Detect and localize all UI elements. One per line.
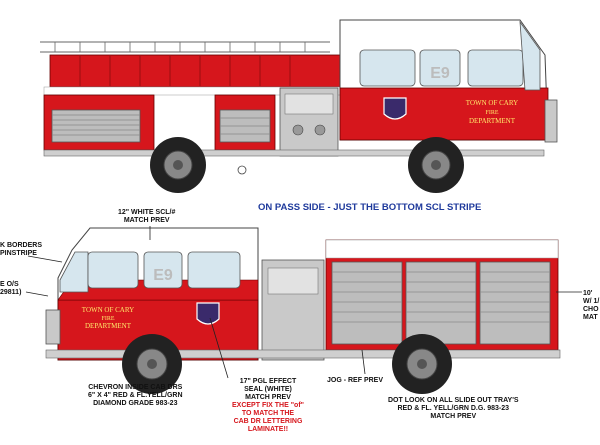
callout-line: DOT LOOK ON ALL SLIDE OUT TRAY'S xyxy=(388,397,519,404)
cab-window xyxy=(143,251,183,289)
callout-line: CHO xyxy=(583,306,599,313)
callout-line: 10' xyxy=(583,290,593,297)
callout-line: DIAMOND GRADE 983-23 xyxy=(93,400,178,407)
rear-wheel xyxy=(392,334,452,394)
callout-line: MATCH PREV xyxy=(123,217,170,224)
callout-line: 29811) xyxy=(0,289,22,296)
callout-white-scl: 12" WHITE SCL/# MATCH PREV xyxy=(118,209,175,225)
callout-line: 17" PGL EFFECT xyxy=(239,378,297,385)
callout-line: TO MATCH THE xyxy=(241,410,295,417)
cab-window xyxy=(467,49,524,87)
fire-seal-badge xyxy=(196,302,220,325)
callout-chevron: CHEVRON INSIDE CAB DRS 6" X 4" RED & FL.… xyxy=(88,384,183,408)
unit-number-bottom: E9 xyxy=(153,267,173,284)
callout-line: MAT xyxy=(583,314,598,321)
callout-line: 6" X 4" RED & FL.YELL/GRN xyxy=(88,392,183,399)
callout-line: SEAL (WHITE) xyxy=(244,386,292,393)
top-truck: E9 TOWN OF CARY FIRE DEPARTMENT xyxy=(40,19,558,193)
callout-right-edge: 10' W/ 1/ CHO MAT xyxy=(583,290,599,322)
callout-cab-left: E O/S 29811) xyxy=(0,281,21,297)
callout-jog: JOG - REF PREV xyxy=(327,377,383,385)
callout-black-borders: K BORDERS PINSTRIPE xyxy=(0,242,42,258)
hose-bed-panel xyxy=(49,54,341,88)
cab-window xyxy=(419,49,461,87)
compartment-door xyxy=(405,261,477,345)
callout-line: LAMINATE!! xyxy=(247,426,289,433)
callout-line: JOG - REF PREV xyxy=(327,377,384,384)
front-wheel xyxy=(408,137,464,193)
front-wheel xyxy=(122,334,182,394)
compartment-door xyxy=(479,261,551,345)
callout-line: 12" WHITE SCL/# xyxy=(118,209,176,216)
callout-line: PINSTRIPE xyxy=(0,250,37,257)
door-text-town-of-cary: TOWN OF CARY xyxy=(466,99,518,107)
callout-line: RED & FL. YELL/GRN D.G. 983-23 xyxy=(397,405,510,412)
callout-line: CHEVRON INSIDE CAB DRS xyxy=(88,384,183,391)
cab-window xyxy=(187,251,241,289)
door-text-department: DEPARTMENT xyxy=(85,322,132,330)
callout-line: W/ 1/ xyxy=(583,298,600,305)
callout-line: CAB DR LETTERING xyxy=(233,418,303,425)
compartment-door xyxy=(331,261,403,345)
bottom-truck: E9 TOWN OF CARY FIRE DEPARTMENT xyxy=(25,226,582,394)
pass-side-note: ON PASS SIDE - JUST THE BOTTOM SCL STRIP… xyxy=(258,202,482,213)
door-text-town-of-cary: TOWN OF CARY xyxy=(82,306,134,314)
door-text-fire: FIRE xyxy=(485,110,498,116)
unit-number-top: E9 xyxy=(430,65,450,82)
door-text-department: DEPARTMENT xyxy=(469,117,516,125)
door-text-fire: FIRE xyxy=(101,316,114,322)
callout-line: E O/S xyxy=(0,281,19,288)
ladder xyxy=(40,41,330,53)
callout-dot: DOT LOOK ON ALL SLIDE OUT TRAY'S RED & F… xyxy=(388,397,519,421)
callout-seal: 17" PGL EFFECT SEAL (WHITE) MATCH PREV E… xyxy=(232,378,304,434)
fire-seal-badge xyxy=(383,97,407,120)
cab-window xyxy=(87,251,139,289)
callout-line: EXCEPT FIX THE "of" xyxy=(232,402,304,409)
cab-window xyxy=(359,49,416,87)
rear-wheel xyxy=(150,137,206,193)
callout-line: MATCH PREV xyxy=(245,394,291,401)
callout-line: MATCH PREV xyxy=(430,413,477,420)
callout-line: K BORDERS xyxy=(0,242,43,249)
